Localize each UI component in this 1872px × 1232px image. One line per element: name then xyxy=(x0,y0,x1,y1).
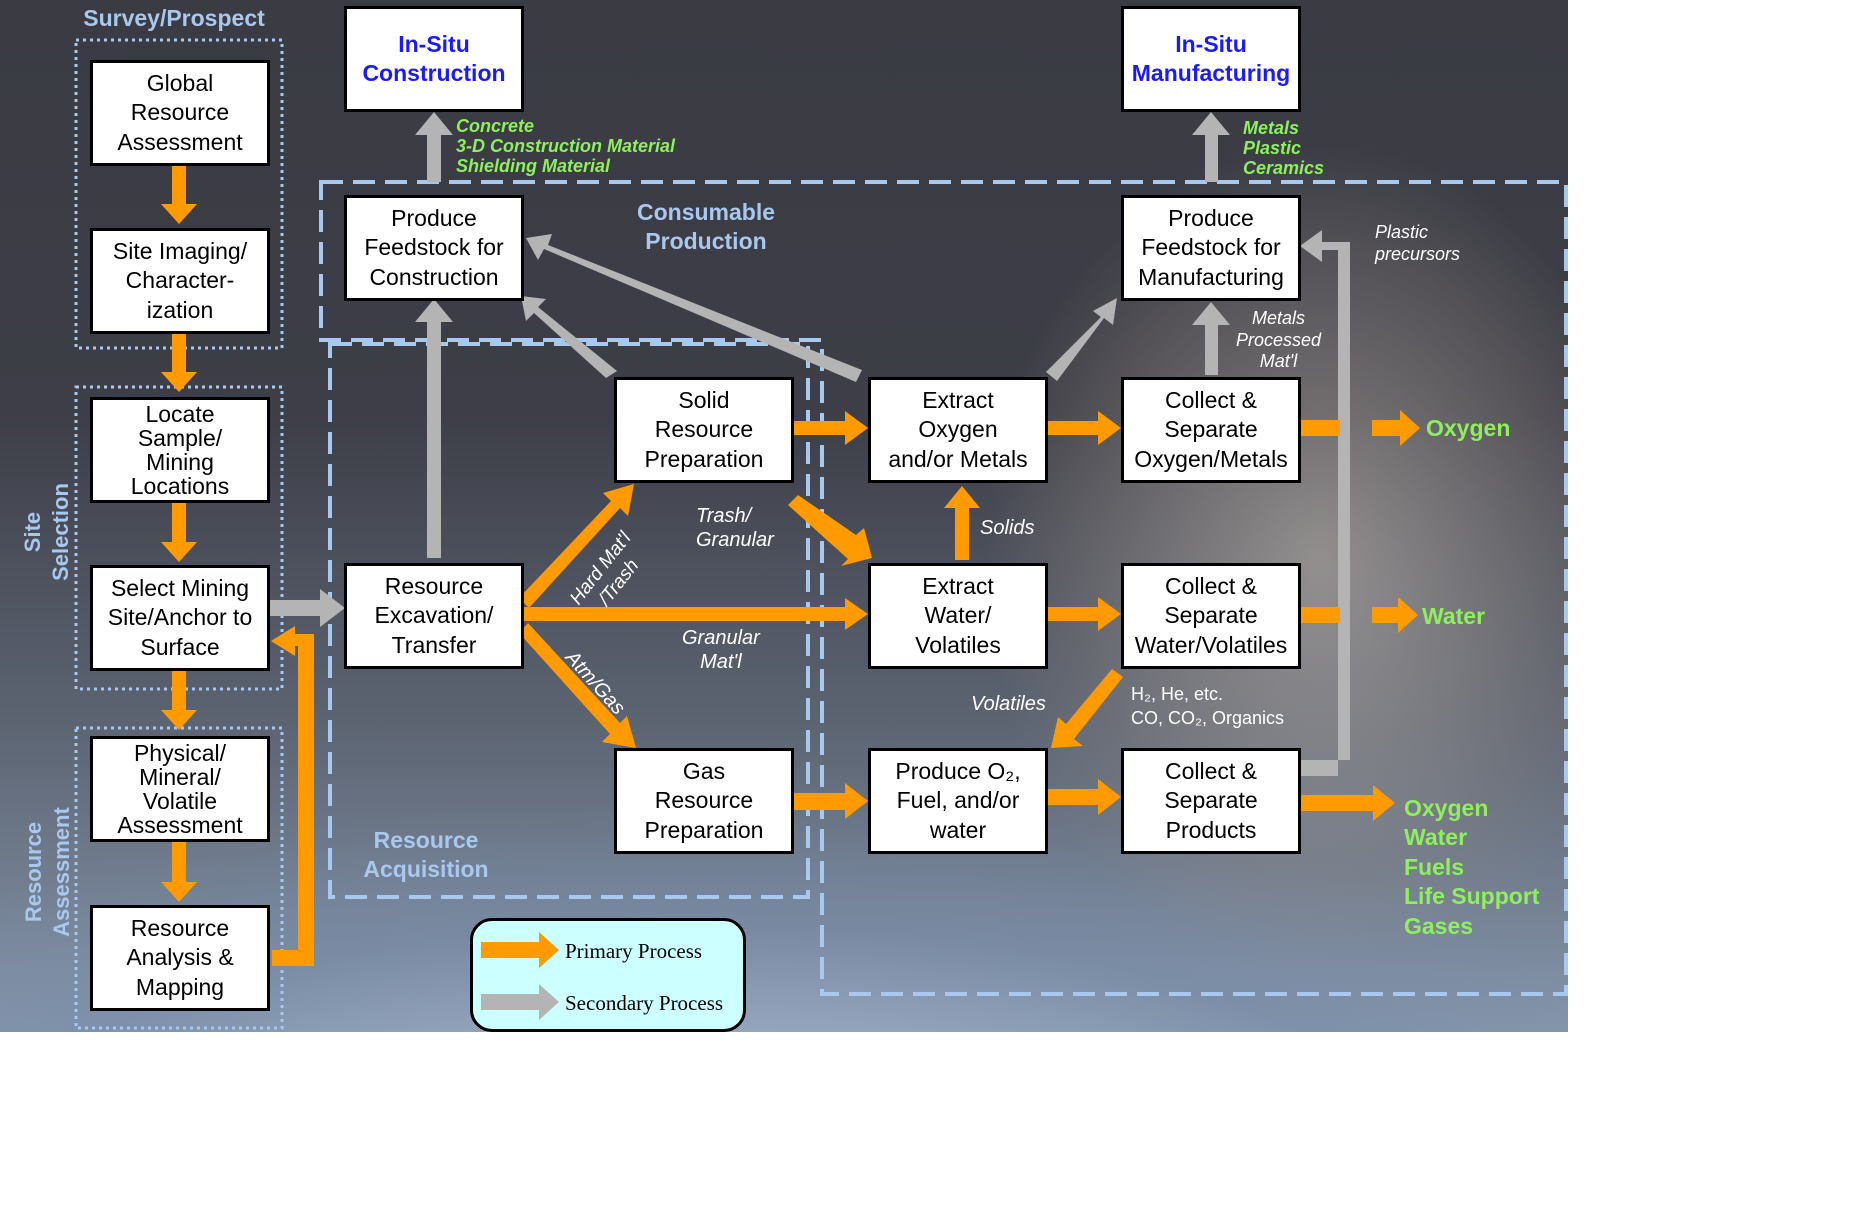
physical-mineral-box: Physical/ Mineral/ Volatile Assessment xyxy=(90,736,270,842)
arrow-physical-to-analysis xyxy=(161,842,197,902)
arrow-excavation-to-gas-prep xyxy=(519,623,636,748)
arrow-feed-construction-to-insitu xyxy=(415,112,453,182)
legend: Primary Process Secondary Process xyxy=(470,918,746,1032)
trash-granular-label: Trash/ Granular xyxy=(696,505,774,551)
arrow-produce-o2-to-collect-products xyxy=(1046,779,1121,815)
legend-primary-label: Primary Process xyxy=(565,939,703,963)
collect-water-box: Collect & Separate Water/Volatiles xyxy=(1121,563,1301,669)
construction-materials-label: Concrete 3-D Construction Material Shiel… xyxy=(456,116,676,177)
arrow-collect-water-to-produce-o2 xyxy=(1051,669,1123,748)
global-resource-assessment-box: Global Resource Assessment xyxy=(90,60,270,166)
resource-assessment-group-title: Resource Assessment xyxy=(21,807,74,937)
legend-secondary-arrow-icon xyxy=(481,984,559,1020)
arrow-collect-oxygen-to-feed-manufacturing xyxy=(1192,302,1230,375)
gas-resource-prep-box: Gas Resource Preparation xyxy=(614,748,794,854)
arrow-extract-water-to-collect-water xyxy=(1046,597,1121,631)
gases-list-label: H₂, He, etc. CO, CO₂, Organics xyxy=(1131,684,1285,729)
arrow-site-imaging-to-locate xyxy=(161,333,197,392)
extract-water-box: Extract Water/ Volatiles xyxy=(868,563,1048,669)
arrow-excavation-to-extract-water xyxy=(521,598,868,630)
arrow-collect-oxygen-to-oxygen-b xyxy=(1372,410,1420,446)
solids-label: Solids xyxy=(980,517,1035,539)
granular-matl-label: Granular Mat'l xyxy=(682,627,760,673)
legend-arrows xyxy=(481,932,559,1020)
arrow-solid-prep-to-feed-construction xyxy=(521,296,617,378)
resource-analysis-box: Resource Analysis & Mapping xyxy=(90,905,270,1011)
volatiles-label: Volatiles xyxy=(971,693,1046,715)
arrow-collect-products-plastic-precursors xyxy=(1300,230,1350,776)
extract-oxygen-box: Extract Oxygen and/or Metals xyxy=(868,377,1048,483)
manufacturing-materials-label: Metals Plastic Ceramics xyxy=(1243,118,1325,179)
arrow-select-site-to-physical xyxy=(161,670,197,730)
survey-group-title: Survey/Prospect xyxy=(83,5,265,31)
collect-oxygen-box: Collect & Separate Oxygen/Metals xyxy=(1121,377,1301,483)
locate-sample-box: Locate Sample/ Mining Locations xyxy=(90,397,270,503)
consumable-production-group-title: Consumable Production xyxy=(636,199,776,255)
produce-o2-box: Produce O₂, Fuel, and/or water xyxy=(868,748,1048,854)
feedstock-construction-box: Produce Feedstock for Construction xyxy=(344,195,524,301)
site-selection-group-title: Site Selection xyxy=(20,483,73,581)
legend-secondary-label: Secondary Process xyxy=(565,991,724,1015)
select-mining-site-box: Select Mining Site/Anchor to Surface xyxy=(90,565,270,671)
arrow-solid-prep-to-extract-oxygen xyxy=(793,411,868,445)
resource-excavation-box: Resource Excavation/ Transfer xyxy=(344,563,524,669)
products-output: Oxygen Water Fuels Life Support Gases xyxy=(1404,795,1540,939)
oxygen-output: Oxygen xyxy=(1426,415,1511,441)
insitu-manufacturing-box: In-Situ Manufacturing xyxy=(1121,6,1301,112)
arrow-extract-oxygen-to-feed-construction xyxy=(526,234,862,382)
metals-processed-label: Metals Processed Mat'l xyxy=(1236,308,1322,372)
arrow-collect-water-to-water-a xyxy=(1300,607,1340,623)
water-output: Water xyxy=(1422,603,1486,629)
site-imaging-box: Site Imaging/ Character- ization xyxy=(90,228,270,334)
arrow-solid-prep-to-extract-water xyxy=(788,495,872,566)
secondary-arrows xyxy=(270,112,1350,776)
legend-primary-arrow-icon xyxy=(481,932,559,968)
arrow-extract-oxygen-to-collect-oxygen xyxy=(1046,411,1121,445)
arrow-analysis-to-select-site xyxy=(271,626,314,966)
arrow-extract-water-to-extract-oxygen xyxy=(944,486,980,560)
arrow-excavation-to-feed-construction xyxy=(415,299,453,558)
arrow-collect-water-to-water-b xyxy=(1372,597,1418,633)
arrow-select-site-to-excavation xyxy=(270,589,345,627)
solid-resource-prep-box: Solid Resource Preparation xyxy=(614,377,794,483)
arrow-collect-products-to-outputs xyxy=(1300,785,1395,821)
arrow-feed-manufacturing-to-insitu xyxy=(1192,112,1230,182)
arrow-global-to-site-imaging xyxy=(161,166,197,224)
arrow-locate-to-select-site xyxy=(161,503,197,562)
collect-products-box: Collect & Separate Products xyxy=(1121,748,1301,854)
insitu-construction-box: In-Situ Construction xyxy=(344,6,524,112)
resource-acquisition-group-title: Resource Acquisition xyxy=(363,827,489,883)
primary-arrows xyxy=(161,166,1420,966)
arrow-excavation-to-solid-prep xyxy=(519,484,634,608)
arrow-collect-oxygen-to-oxygen-a xyxy=(1300,420,1340,436)
arrow-extract-oxygen-to-feed-manufacturing xyxy=(1046,298,1117,381)
plastic-precursors-label: Plastic precursors xyxy=(1375,222,1461,264)
arrow-gas-prep-to-produce-o2 xyxy=(793,783,868,819)
connector-layer xyxy=(74,38,1568,1030)
isru-process-diagram: Survey/Prospect Site Selection Resource … xyxy=(0,0,1568,1032)
consumable-production-group-border xyxy=(319,180,1568,996)
feedstock-manufacturing-box: Produce Feedstock for Manufacturing xyxy=(1121,195,1301,301)
resource-assessment-group-border xyxy=(74,726,284,1030)
